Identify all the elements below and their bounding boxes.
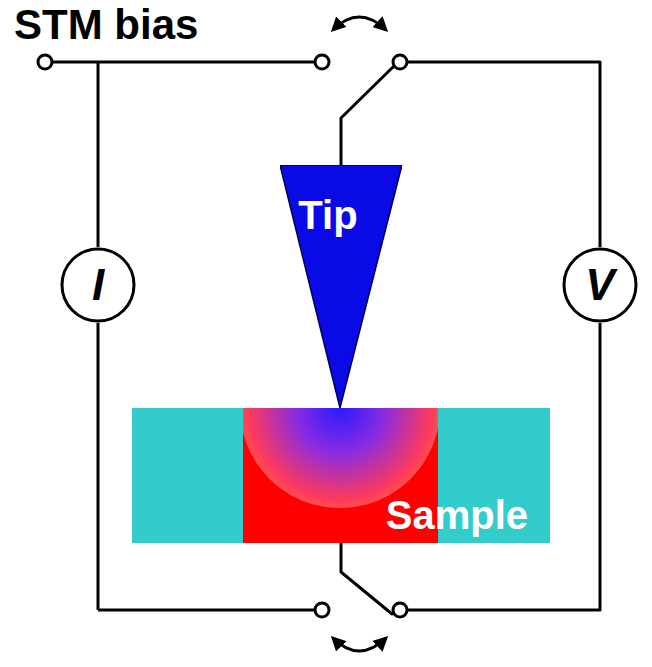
switch-terminal <box>315 603 329 617</box>
ammeter: I <box>60 247 136 323</box>
node-label: I <box>92 263 104 307</box>
node-label: Sample <box>386 495 528 535</box>
meter-circle <box>564 249 636 321</box>
left-wire <box>97 62 100 247</box>
switch-terminal <box>393 55 407 69</box>
switch-terminal <box>315 55 329 69</box>
bias-terminal <box>38 55 52 69</box>
meter-circle <box>62 249 134 321</box>
switch-terminal <box>393 603 407 617</box>
tip-shape <box>280 165 402 408</box>
top-wire <box>52 61 315 64</box>
switch-arrow <box>333 17 386 30</box>
switch-arrow <box>333 638 386 651</box>
tunneling-field <box>243 408 438 508</box>
bias-label: STM bias <box>14 4 198 46</box>
sample-block: Sample <box>132 408 550 543</box>
tip-probe: Tip <box>280 165 402 408</box>
left-wire <box>97 323 100 610</box>
node-label: V <box>585 263 614 307</box>
bottom-wire <box>98 609 315 612</box>
voltmeter: V <box>562 247 638 323</box>
node-label: Tip <box>298 195 357 235</box>
